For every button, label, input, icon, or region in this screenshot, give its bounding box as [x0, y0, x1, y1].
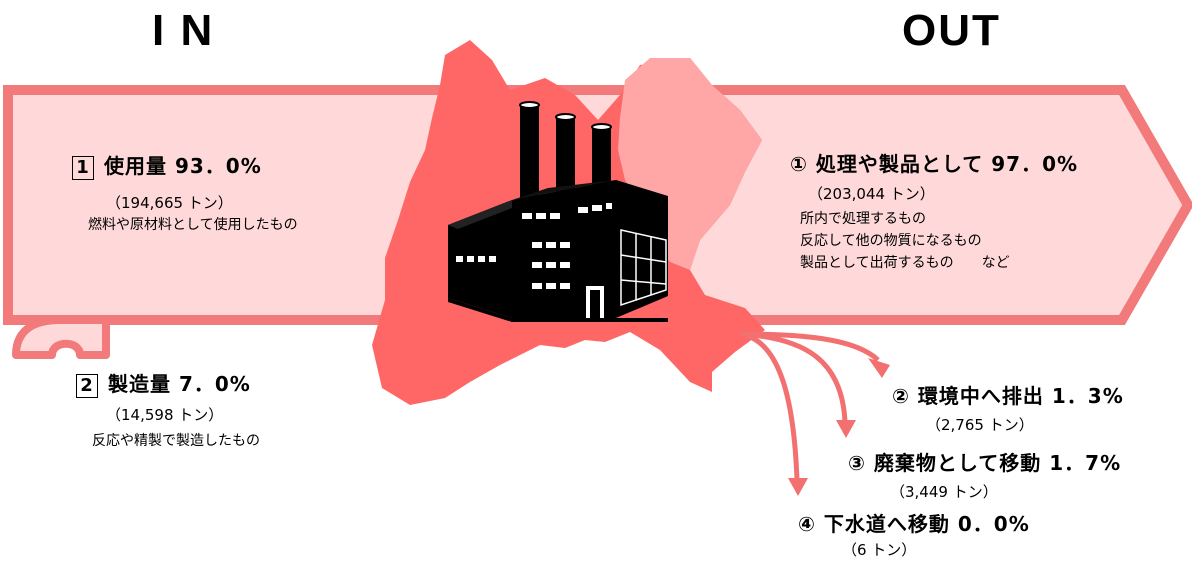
- item-number-box: 1: [72, 156, 94, 180]
- branch-arrow-sewer: [739, 331, 800, 481]
- arrowhead-waste: [836, 420, 856, 438]
- out-item-emission-number: ②: [892, 384, 910, 408]
- out-item-waste: ③ 廃棄物として移動 1．7%: [848, 447, 1121, 476]
- in-item-production-note: 反応や精製で製造したもの: [92, 433, 260, 449]
- in-header: I N: [152, 6, 215, 55]
- arrowhead-sewer: [788, 478, 808, 496]
- out-item-processed-note-2: 反応して他の物質になるもの: [800, 233, 982, 249]
- out-item-processed-title: 処理や製品として 97．0%: [815, 152, 1079, 176]
- out-item-waste-number: ③: [848, 451, 866, 475]
- out-item-sewer-number: ④: [798, 512, 816, 536]
- out-item-sewer-title: 下水道へ移動 0．0%: [823, 512, 1030, 536]
- branch-arrow-waste: [739, 331, 848, 423]
- in-item-production: 2 製造量 7．0%: [76, 368, 251, 398]
- out-item-processed-note-3: 製品として出荷するもの など: [800, 255, 1010, 271]
- out-item-emission-amount: （2,765 トン）: [926, 416, 1034, 434]
- in-item-usage-note: 燃料や原材料として使用したもの: [88, 217, 298, 233]
- out-item-emission: ② 環境中へ排出 1．3%: [892, 380, 1124, 409]
- inflow-loop: [12, 316, 110, 359]
- out-item-processed-number: ①: [790, 152, 808, 176]
- arrowhead-emission: [868, 358, 890, 378]
- in-item-usage: 1 使用量 93．0%: [72, 150, 262, 180]
- in-item-production-amount: （14,598 トン）: [106, 406, 224, 424]
- in-item-usage-amount: （194,665 トン）: [106, 194, 233, 212]
- out-item-waste-amount: （3,449 トン）: [890, 483, 998, 501]
- out-item-processed-amount: （203,044 トン）: [808, 185, 935, 203]
- in-item-production-title: 製造量 7．0%: [108, 372, 251, 396]
- factory-icon: [448, 101, 668, 322]
- out-item-sewer-amount: （6 トン）: [842, 541, 917, 559]
- out-header: OUT: [902, 6, 1001, 55]
- out-item-processed: ① 処理や製品として 97．0%: [790, 148, 1078, 177]
- branch-arrows: [739, 331, 880, 481]
- in-item-usage-title: 使用量 93．0%: [104, 154, 262, 178]
- out-item-emission-title: 環境中へ排出 1．3%: [917, 384, 1124, 408]
- out-item-waste-title: 廃棄物として移動 1．7%: [873, 451, 1122, 475]
- out-item-processed-note-1: 所内で処理するもの: [800, 211, 926, 227]
- item-number-box: 2: [76, 374, 98, 398]
- out-item-sewer: ④ 下水道へ移動 0．0%: [798, 508, 1030, 537]
